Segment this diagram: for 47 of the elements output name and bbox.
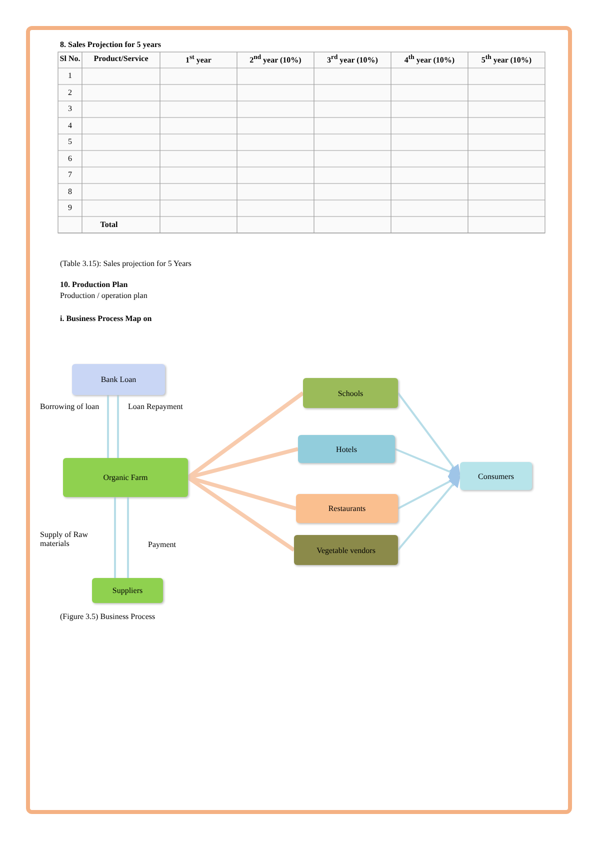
node-label: Suppliers (112, 586, 143, 595)
column-header: 2$^{nd}$ year (10%) (248, 54, 302, 65)
column-header: 4$^{th}$ year (10%) (403, 54, 456, 65)
node-label: Schools (338, 388, 364, 398)
farm-box (63, 458, 188, 497)
connector-line (117, 395, 119, 458)
consumer-box (460, 462, 532, 490)
edge-label: Borrowing of loan (40, 402, 102, 412)
customer-box (294, 535, 398, 565)
supplier-box (92, 578, 163, 603)
node-label: Restaurants (328, 504, 366, 513)
row-number: 9 (67, 203, 73, 212)
row-number: 8 (67, 186, 73, 196)
column-header: Sl No. (58, 54, 82, 64)
customer-box (303, 378, 398, 408)
subheading-text: Production / operation plan (60, 291, 148, 300)
column-header: 1$^{st}$ year (184, 54, 212, 65)
table-caption: (Table 3.15): Sales projection for 5 Years (60, 259, 192, 268)
section-heading: 10. Production Plan (60, 280, 129, 290)
section-heading: 8. Sales Projection for 5 years (60, 40, 162, 50)
arrow (398, 475, 462, 510)
row-number: 2 (67, 88, 73, 97)
connector-line (107, 395, 109, 458)
figure-caption: (Figure 3.5) Business Process (60, 612, 156, 622)
column-header: 5$^{th}$ year (10%) (480, 54, 533, 65)
row-number: 3 (67, 104, 73, 114)
row-number: 7 (67, 170, 73, 180)
row-number: 4 (67, 120, 73, 130)
node-label: Consumers (478, 472, 514, 480)
bank-box (72, 364, 165, 395)
customer-box (298, 435, 395, 463)
section-heading: i. Business Process Map on (60, 314, 153, 324)
node-label: Hotels (336, 444, 357, 454)
node-label: Organic Farm (103, 473, 148, 482)
row-number: 1 (67, 71, 73, 80)
column-header: Product/Service (92, 54, 150, 64)
arrow (397, 392, 461, 477)
total-label: Total (99, 220, 119, 229)
customer-box (296, 494, 398, 523)
connector-line (114, 497, 116, 578)
node-label: Vegetable vendors (316, 546, 376, 554)
arrow (397, 475, 461, 551)
column-header: 3$^{rd}$ year (10%) (326, 54, 379, 65)
row-number: 6 (67, 154, 73, 163)
row-number: 5 (67, 137, 73, 146)
node-label: Bank Loan (100, 375, 136, 384)
connector-line (127, 497, 129, 578)
